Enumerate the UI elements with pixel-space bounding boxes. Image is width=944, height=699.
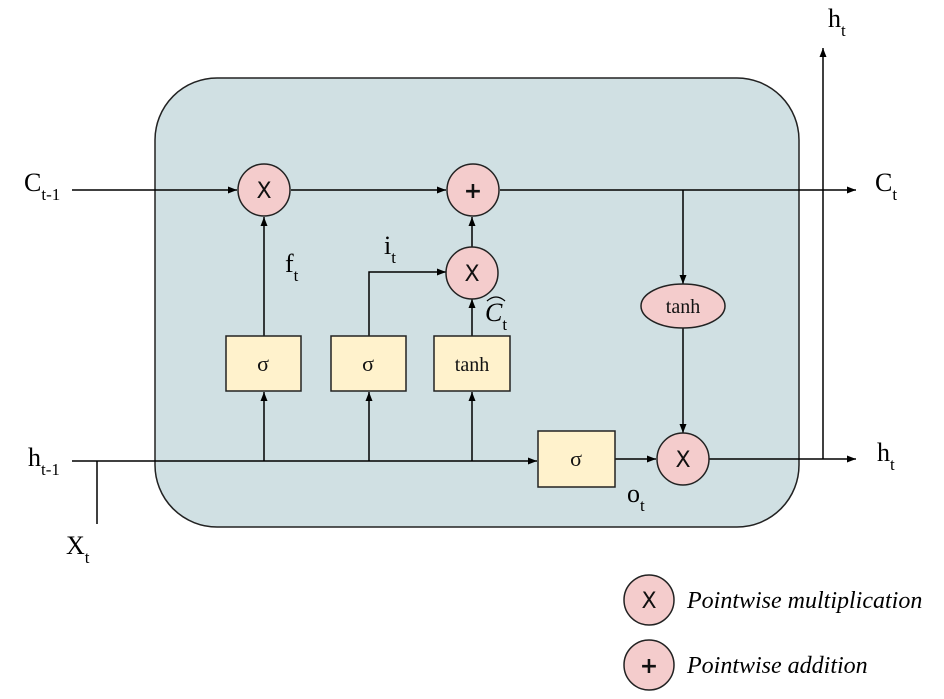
mult-forget-op: X [237, 163, 291, 217]
connections [72, 48, 856, 524]
input-gate-label: σ [362, 351, 374, 376]
add-cell-symbol: + [464, 179, 482, 204]
input-gate: σ [330, 335, 407, 392]
mult-output-op: X [656, 432, 710, 486]
h-top-label: ht [828, 4, 846, 40]
mult-output-symbol: X [675, 448, 690, 473]
candidate-gate-label: tanh [455, 354, 489, 376]
legend: X Pointwise multiplication + Pointwise a… [623, 574, 922, 691]
add-cell-op: + [446, 163, 500, 217]
mult-input-symbol: X [464, 262, 479, 287]
forget-gate: σ [225, 335, 302, 392]
mult-forget-symbol: X [256, 179, 271, 204]
output-gate-label: σ [570, 446, 582, 471]
cell-tanh-op: tanh [640, 283, 726, 329]
forget-gate-label: σ [257, 351, 269, 376]
svg-text:Ct: Ct [485, 298, 507, 334]
x-t-label: Xt [66, 531, 90, 567]
h-prev-label: ht-1 [28, 443, 60, 479]
f-t-label: ft [285, 249, 299, 285]
legend-add: + Pointwise addition [623, 639, 868, 691]
legend-mult: X Pointwise multiplication [623, 574, 922, 626]
tilde-mark [486, 296, 506, 302]
legend-mult-symbol: X [641, 589, 656, 614]
c-t-label: Ct [875, 168, 897, 204]
c-tilde-label: Ct [485, 296, 507, 334]
cell-tanh-label: tanh [666, 296, 700, 318]
output-gate: σ [537, 430, 616, 488]
candidate-gate: tanh [433, 335, 511, 392]
mult-input-op: X [445, 246, 499, 300]
h-right-label: ht [877, 438, 895, 474]
c-prev-label: Ct-1 [24, 168, 60, 204]
legend-add-label: Pointwise addition [686, 653, 868, 679]
o-t-label: ot [627, 479, 645, 515]
i-t-label: it [384, 231, 396, 267]
legend-mult-label: Pointwise multiplication [686, 588, 922, 614]
legend-add-symbol: + [640, 654, 658, 679]
